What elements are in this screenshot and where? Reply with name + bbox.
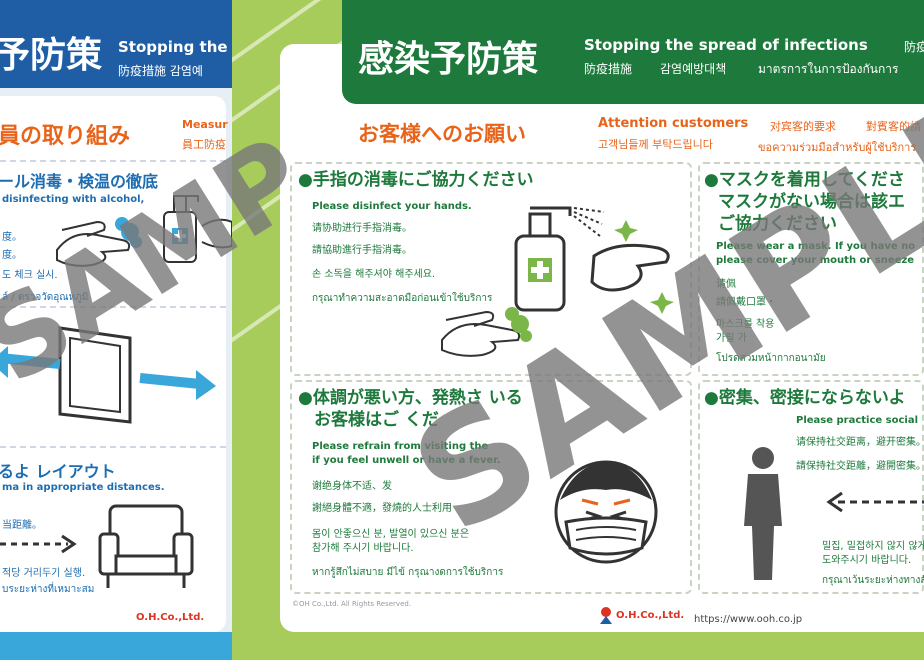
- fever-th: หากรู้สึกไม่สบาย มีไข้ กรุณางดการใช้บริก…: [312, 567, 504, 578]
- arrow-left-icon: [826, 491, 924, 513]
- left-item1-title: ール消毒・検温の徹底: [0, 172, 159, 191]
- left-item2-line: บระยะห่างที่เหมาะสม: [2, 584, 95, 595]
- right-poster-subtitle-ko: 감염예방대책: [660, 62, 727, 76]
- right-poster-header: [342, 0, 924, 104]
- mask-title-1: ●マスクを着用してくださ: [704, 170, 905, 190]
- distance-zh-1: 请保持社交距离，避开密集。: [796, 437, 924, 448]
- person-icon: [744, 447, 782, 580]
- mask-th: โปรดสวมหน้ากากอนามัย: [716, 353, 826, 364]
- left-divider: [0, 446, 226, 448]
- right-section-en: Attention customers: [598, 116, 749, 131]
- right-section-zh1: 对宾客的要求: [770, 120, 836, 133]
- left-poster-header: [0, 0, 232, 88]
- mask-ko-1: 마스크를 착용: [716, 319, 775, 330]
- hand-ko: 손 소독을 해주셔야 해주세요.: [312, 269, 436, 280]
- right-poster-subtitle-th: มาตรการในการป้องกันการ: [758, 62, 899, 76]
- fever-zh-2: 謝絕身體不適，發燒的人士利用: [312, 503, 452, 514]
- mask-zh-1: 请佩: [716, 279, 736, 290]
- hand-wash-icon: [56, 217, 142, 267]
- left-section-title: 員の取り組み: [0, 124, 131, 149]
- right-section-title: お客様へのお願い: [358, 122, 526, 146]
- right-section-th: ขอความร่วมมือสำหรับผู้ใช้บริการ: [758, 141, 917, 154]
- left-item1-en: disinfecting with alcohol,: [2, 194, 145, 205]
- distance-zh-2: 請保持社交距離，避開密集。: [796, 461, 924, 472]
- left-item2-line: 当距離。: [2, 520, 42, 531]
- hand-zh2: 請協助進行手指消毒。: [312, 245, 412, 256]
- hand-th: กรุณาทำความสะอาดมือก่อนเข้าใช้บริการ: [312, 293, 493, 304]
- mask-ko-2: 가릴 가: [716, 333, 747, 344]
- left-item1-line: 도 체크 실시.: [2, 270, 58, 281]
- mask-title-2: マスクがない場合は該エ: [718, 192, 905, 212]
- footer-logo: O.H.Co.,Ltd.: [616, 610, 685, 621]
- cell-mask: [698, 162, 924, 376]
- left-item1-line: 度。: [2, 232, 22, 243]
- mask-en-1: Please wear a mask. If you have no: [716, 241, 916, 252]
- sick-face-icon: [554, 460, 658, 564]
- left-poster-title: 予防策: [0, 35, 103, 76]
- right-poster-subtitle-zh: 防疫措施: [584, 62, 633, 76]
- distance-th: กรุณาเว้นระยะห่างทางสังคม: [822, 575, 924, 586]
- distance-title: ●密集、密接にならないよ: [704, 388, 906, 408]
- left-company-logo: O.H.Co.,Ltd.: [136, 612, 205, 623]
- mask-title-3: ご協力ください: [718, 214, 837, 234]
- mask-zh-2: 請佩戴口罩・: [716, 297, 776, 308]
- left-item2-title: るよ レイアウト: [0, 462, 116, 481]
- cell-distance: [698, 380, 924, 594]
- left-poster-subtitle-en: Stopping the: [118, 38, 228, 56]
- chair-icon: [98, 504, 194, 588]
- fever-ko-2: 참가해 주시기 바랍니다.: [312, 543, 414, 554]
- footer-copyright: ©OH Co.,Ltd. All Rights Reserved.: [292, 600, 412, 608]
- fever-zh-1: 谢绝身体不适、发: [312, 481, 392, 492]
- company-logo-icon: [600, 607, 612, 624]
- ventilation-icon: [0, 326, 216, 424]
- left-section-zh: 員工防疫: [182, 138, 226, 151]
- left-poster-subtitle-ko: 防疫措施 감염예: [118, 64, 203, 78]
- sanitizer-bottle-icon: [163, 195, 232, 263]
- left-divider: [0, 306, 226, 308]
- hand-en: Please disinfect your hands.: [312, 201, 472, 212]
- fever-title-2: お客様はご くだ: [314, 410, 439, 430]
- cell-fever: [290, 380, 692, 594]
- fever-en-2: if you feel unwell or have a fever.: [312, 455, 501, 466]
- distance-ko-2: 도와주시기 바랍니다.: [822, 555, 912, 566]
- fever-ko-1: 몸이 안좋으신 분, 발열이 있으신 분은: [312, 529, 470, 540]
- left-item2-en: ma in appropriate distances.: [2, 482, 165, 493]
- fever-title-1: ●体調が悪い方、発熱さ いる: [298, 388, 523, 408]
- right-section-zh2: 對賓客的請: [866, 120, 921, 133]
- right-poster-subtitle-en: Stopping the spread of infections: [584, 36, 868, 54]
- left-item1-line: ล์ / ตรวจวัดอุณหภูมิ: [2, 292, 89, 303]
- mask-en-2: please cover your mouth or sneeze: [716, 255, 915, 266]
- hand-zh1: 请协助进行手指消毒。: [312, 223, 412, 234]
- left-section-en: Measur: [182, 118, 228, 131]
- sanitizer-bottle-icon: [514, 206, 674, 314]
- left-item1-line: 度。: [2, 250, 22, 261]
- right-poster-title: 感染予防策: [358, 39, 539, 80]
- arrow-right-icon: [0, 534, 77, 554]
- right-section-ko: 고객님들께 부탁드립니다: [598, 138, 713, 151]
- hand-title: ●手指の消毒にご協力ください: [298, 170, 534, 190]
- fever-en-1: Please refrain from visiting the: [312, 441, 489, 452]
- cell-hand-disinfect: [290, 162, 692, 376]
- right-poster: [232, 0, 924, 660]
- distance-en: Please practice social: [796, 415, 919, 426]
- distance-ko-1: 밀집, 밀접하지 않지 않게: [822, 541, 924, 552]
- left-item2-line: 적당 거리두기 실행.: [2, 568, 86, 579]
- right-poster-subtitle-extra: 防疫: [904, 40, 924, 54]
- footer-url: https://www.ooh.co.jp: [694, 614, 803, 625]
- left-divider: [0, 160, 226, 162]
- left-poster: 予防策 Stopping the 防疫措施 감염예 員の取り組み Measur …: [0, 0, 232, 660]
- left-bottom-bar: [0, 632, 232, 660]
- hand-wash-icon: [441, 307, 532, 357]
